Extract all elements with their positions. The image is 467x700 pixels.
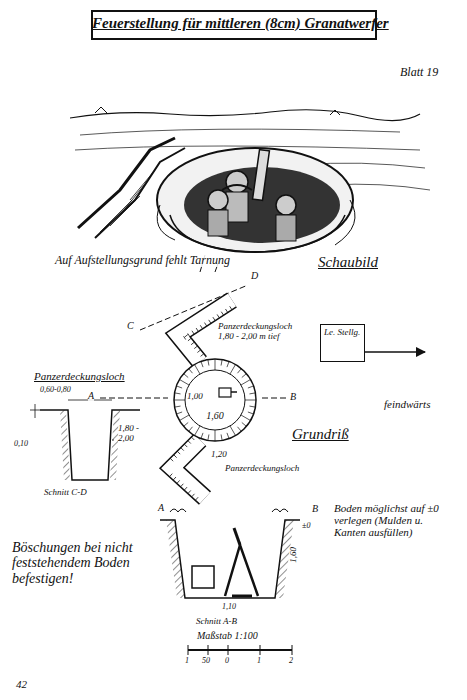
dimension-label: B: [312, 503, 318, 514]
dimension-label: 1,00: [187, 392, 203, 402]
dimension-label: Maßstab 1:100: [197, 630, 258, 641]
dimension-label: A: [158, 502, 164, 513]
dimension-label: Boden möglichst auf ±0 verlegen (Mulden …: [334, 502, 456, 538]
dimension-label: Panzerdeckungsloch: [34, 370, 125, 382]
dimension-label: Schnitt C-D: [44, 488, 87, 498]
dimension-label: C: [127, 320, 134, 331]
dimension-label: 50: [202, 657, 210, 666]
dimension-label: 0,60-0,80: [40, 386, 71, 395]
dimension-label: B: [290, 391, 296, 402]
section-heading: Böschungen bei nicht feststehendem Boden…: [12, 540, 162, 586]
dimension-label: ±0: [302, 522, 310, 531]
dimension-label: 2: [289, 657, 293, 666]
mortar-pit: 1,60: [173, 358, 257, 442]
position-box: Le. Stellg.: [320, 324, 365, 362]
dimension-label: A: [88, 390, 94, 401]
dimension-label: 0: [225, 657, 229, 666]
degree-ring: [173, 358, 257, 442]
section-heading: Schaubild: [318, 254, 378, 271]
dimension-label: 1,10: [222, 603, 236, 612]
scale-bar: [188, 645, 292, 655]
dimension-label: Schnitt A-B: [196, 617, 237, 627]
dimension-label: Blatt 19: [400, 66, 438, 79]
dimension-label: Auf Aufstellungsgrund fehlt Tarnung: [55, 254, 230, 267]
node-text: Le. Stellg.: [324, 328, 361, 338]
dimension-label: 1,60: [289, 547, 299, 563]
section-heading: Grundriß: [292, 426, 349, 443]
dimension-label: Panzerdeckungsloch: [225, 464, 299, 474]
dimension-label: 42: [16, 678, 27, 690]
section-a-b: [160, 509, 300, 598]
title: Feuerstellung für mittleren (8cm) Granat…: [92, 15, 376, 32]
dimension-label: 1,80 - 2,00: [118, 424, 152, 444]
dimension-label: 1: [185, 657, 189, 666]
node-text: 1,60: [173, 410, 257, 421]
dimension-label: feindwärts: [384, 398, 430, 410]
perspective-sketch: [70, 107, 430, 272]
title-frame: [92, 11, 376, 39]
dimension-label: 1,20: [211, 450, 227, 460]
dimension-label: Panzerdeckungsloch 1,80 - 2,00 m tief: [218, 322, 308, 342]
dimension-label: 1: [257, 657, 261, 666]
direction-arrow: [364, 351, 425, 353]
dimension-label: D: [251, 270, 258, 281]
dimension-label: 0,10: [14, 440, 28, 449]
